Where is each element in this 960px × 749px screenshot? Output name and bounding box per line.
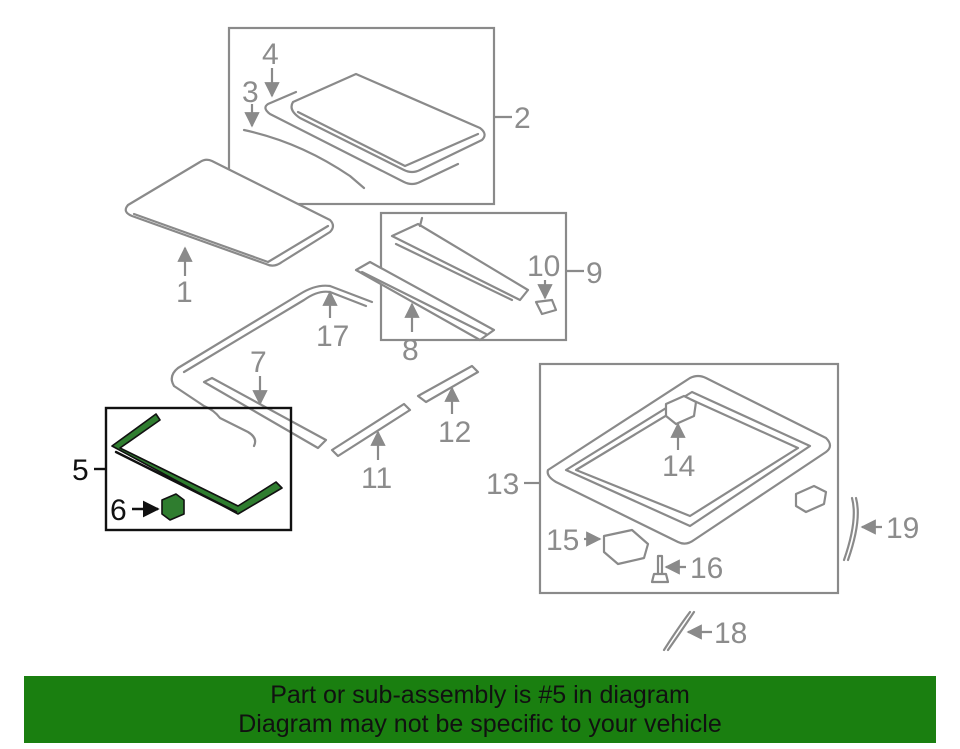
hose-18-part[interactable] — [662, 610, 712, 652]
glass-weatherstrip-4 — [264, 90, 460, 186]
callout-12: 12 — [438, 416, 471, 449]
bolt-16 — [650, 554, 670, 584]
callout-17: 17 — [316, 320, 349, 353]
deflector-group[interactable] — [379, 211, 584, 342]
callout-10: 10 — [527, 250, 560, 283]
callout-3: 3 — [242, 76, 259, 109]
side-rail-7 — [202, 376, 328, 450]
callout-11: 11 — [361, 462, 392, 495]
frame-assembly-group[interactable] — [524, 362, 840, 595]
side-rail-11-part[interactable] — [330, 402, 412, 460]
banner-line-2: Diagram may not be specific to your vehi… — [238, 710, 722, 738]
callout-6: 6 — [110, 494, 127, 527]
motor-14 — [664, 394, 698, 426]
callout-15: 15 — [546, 524, 579, 557]
glass-assembly-group[interactable] — [227, 26, 512, 206]
bracket-12 — [416, 364, 480, 404]
hose-18-b — [662, 610, 692, 652]
group-box-13 — [538, 362, 840, 595]
info-banner: Part or sub-assembly is #5 in diagram Di… — [24, 676, 936, 743]
glass-panel-edge — [296, 110, 480, 168]
deflector-clip-10 — [534, 298, 558, 316]
hose-19-b — [842, 496, 855, 562]
sunroof-frame-outer — [546, 374, 832, 545]
seal-strip-5-edge — [114, 450, 238, 514]
drain-hose-17 — [170, 284, 374, 448]
callout-2: 2 — [514, 102, 531, 135]
seal-strip-5 — [111, 413, 283, 515]
front-rail-part[interactable] — [354, 260, 496, 342]
callout-4: 4 — [262, 38, 279, 71]
callout-1: 1 — [176, 276, 193, 309]
drive-unit — [794, 484, 828, 514]
callout-8: 8 — [402, 334, 419, 367]
motor-15 — [602, 528, 650, 566]
sunshade-part[interactable] — [124, 158, 335, 276]
hose-18 — [666, 610, 696, 652]
drain-hose-part[interactable] — [170, 284, 374, 448]
side-rail-7-part[interactable] — [202, 376, 328, 450]
callout-13: 13 — [486, 468, 519, 501]
hose-19-part[interactable] — [842, 496, 882, 562]
callout-14: 14 — [662, 450, 695, 483]
sunroof-glass-panel — [290, 72, 486, 174]
clip-6 — [161, 493, 185, 521]
sunshade-edge — [132, 212, 330, 264]
callout-7: 7 — [250, 346, 267, 379]
callout-18: 18 — [714, 617, 747, 650]
group-box-5 — [104, 406, 293, 532]
side-rail-11 — [330, 402, 412, 458]
callout-19: 19 — [886, 512, 919, 545]
callout-16: 16 — [690, 552, 723, 585]
banner-line-1: Part or sub-assembly is #5 in diagram — [270, 681, 690, 709]
bracket-12-part[interactable] — [416, 364, 480, 414]
sunshade-panel — [124, 158, 335, 267]
sunroof-frame-inner2 — [574, 398, 800, 518]
highlighted-part-5-group[interactable] — [94, 406, 293, 532]
callout-5: 5 — [72, 454, 89, 487]
callout-9: 9 — [586, 257, 603, 290]
hose-19 — [846, 496, 859, 562]
deflector-rail — [394, 216, 514, 302]
wind-deflector — [390, 222, 530, 302]
glass-seal-3 — [242, 128, 366, 190]
front-rail-detail — [360, 270, 488, 336]
sunroof-frame-inner — [564, 390, 812, 528]
